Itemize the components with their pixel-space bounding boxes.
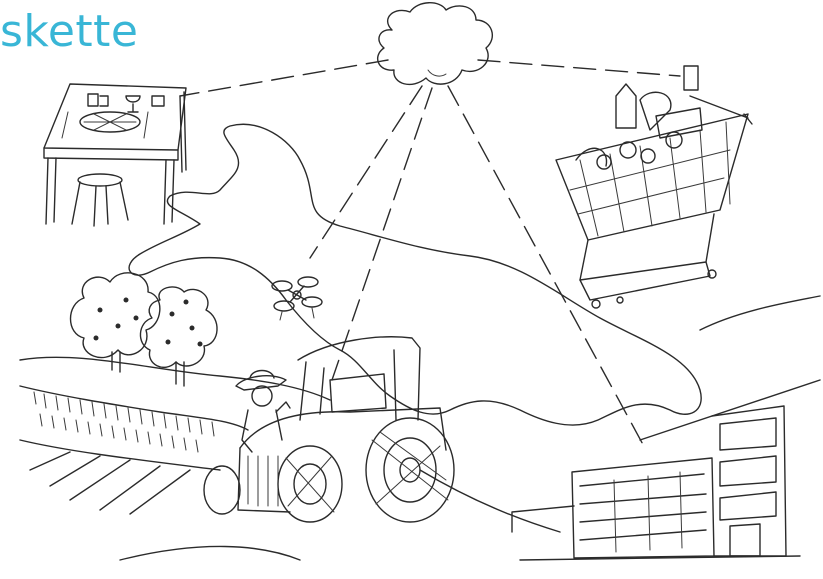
cloud-connections	[180, 60, 680, 450]
dining-table-icon	[44, 84, 186, 224]
crop-field	[20, 392, 220, 514]
tractor-icon	[204, 337, 454, 522]
farmer-icon	[236, 371, 290, 453]
orchard-trees-icon	[71, 273, 218, 386]
shopping-cart-icon	[556, 66, 752, 308]
factory-building-icon	[512, 406, 800, 560]
cloud-icon	[378, 3, 493, 85]
stool-icon	[72, 174, 128, 226]
